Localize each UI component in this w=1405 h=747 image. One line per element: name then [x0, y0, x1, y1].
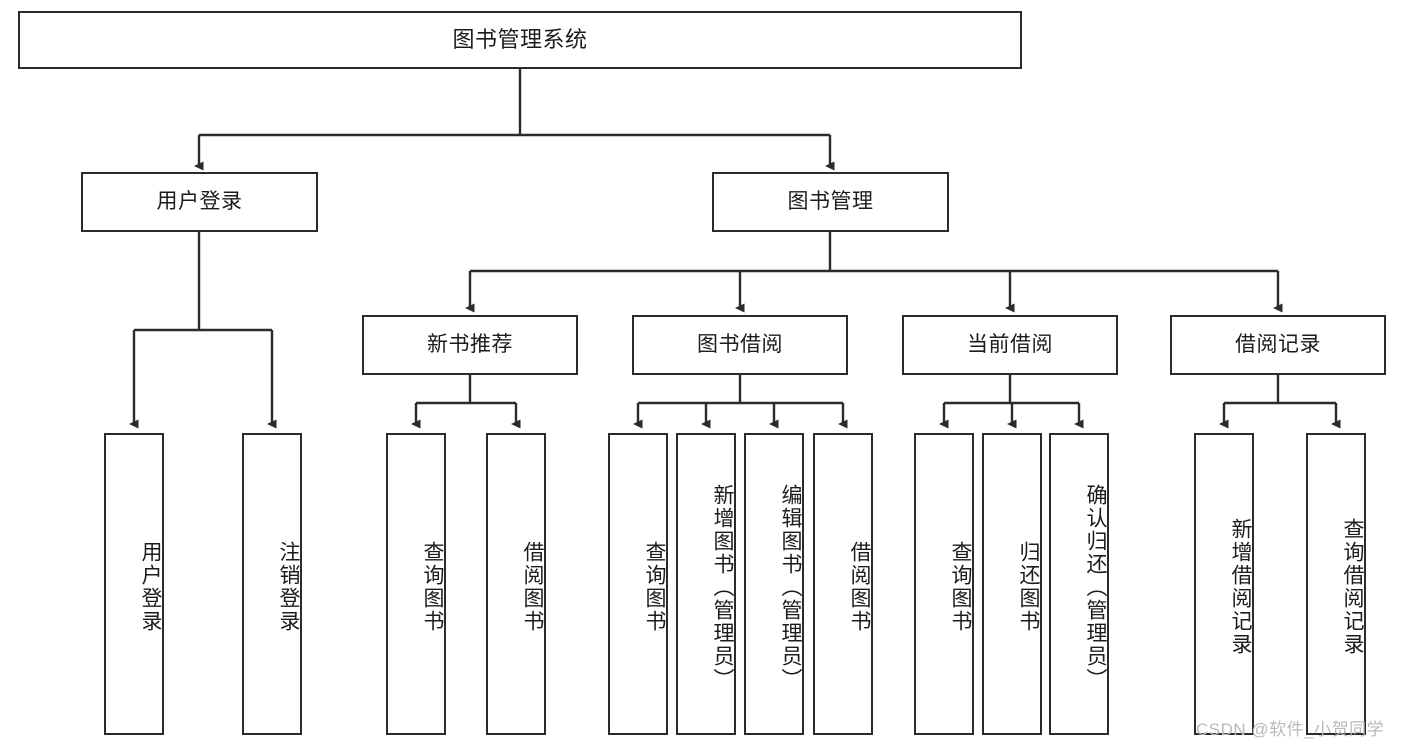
- node-root-system-label: 图书管理系统: [452, 27, 588, 53]
- leaf-edit-book-label: 编辑图书（管理员）: [779, 483, 802, 691]
- leaf-user-login-label: 用户登录: [139, 541, 162, 633]
- leaf-borrow-book-2-label: 借阅图书: [848, 541, 871, 633]
- leaf-return-book[interactable]: 归还图书: [982, 433, 1042, 735]
- csdn-watermark: CSDN @软件_小贺同学: [1196, 720, 1385, 739]
- leaf-user-login[interactable]: 用户登录: [104, 433, 164, 735]
- node-user-login[interactable]: 用户登录: [81, 172, 318, 232]
- leaf-add-book-label: 新增图书（管理员）: [711, 483, 734, 691]
- node-new-book-recommend[interactable]: 新书推荐: [362, 315, 578, 375]
- leaf-query-book-1[interactable]: 查询图书: [386, 433, 446, 735]
- leaf-query-book-2-label: 查询图书: [643, 541, 666, 633]
- leaf-user-logout[interactable]: 注销登录: [242, 433, 302, 735]
- leaf-return-book-label: 归还图书: [1017, 541, 1040, 633]
- node-book-management-label: 图书管理: [787, 189, 874, 213]
- node-book-management[interactable]: 图书管理: [712, 172, 949, 232]
- node-borrow-record-label: 借阅记录: [1235, 332, 1321, 356]
- leaf-add-book[interactable]: 新增图书（管理员）: [676, 433, 736, 735]
- leaf-borrow-book-1[interactable]: 借阅图书: [486, 433, 546, 735]
- leaf-user-logout-label: 注销登录: [277, 541, 300, 633]
- node-new-book-recommend-label: 新书推荐: [427, 332, 513, 356]
- leaf-query-book-2[interactable]: 查询图书: [608, 433, 668, 735]
- leaf-add-record-label: 新增借阅记录: [1229, 518, 1252, 656]
- node-borrow-record[interactable]: 借阅记录: [1170, 315, 1386, 375]
- leaf-confirm-return[interactable]: 确认归还（管理员）: [1049, 433, 1109, 735]
- node-book-borrow-label: 图书借阅: [697, 332, 783, 356]
- leaf-query-book-3-label: 查询图书: [949, 541, 972, 633]
- leaf-edit-book[interactable]: 编辑图书（管理员）: [744, 433, 804, 735]
- node-current-borrow[interactable]: 当前借阅: [902, 315, 1118, 375]
- leaf-query-record-label: 查询借阅记录: [1341, 518, 1364, 656]
- leaf-query-record[interactable]: 查询借阅记录: [1306, 433, 1366, 735]
- leaf-borrow-book-2[interactable]: 借阅图书: [813, 433, 873, 735]
- leaf-query-book-3[interactable]: 查询图书: [914, 433, 974, 735]
- leaf-add-record[interactable]: 新增借阅记录: [1194, 433, 1254, 735]
- leaf-confirm-return-label: 确认归还（管理员）: [1084, 483, 1107, 691]
- node-root-system[interactable]: 图书管理系统: [18, 11, 1022, 69]
- leaf-query-book-1-label: 查询图书: [421, 541, 444, 633]
- leaf-borrow-book-1-label: 借阅图书: [521, 541, 544, 633]
- node-book-borrow[interactable]: 图书借阅: [632, 315, 848, 375]
- node-user-login-label: 用户登录: [156, 189, 243, 213]
- node-current-borrow-label: 当前借阅: [967, 332, 1053, 356]
